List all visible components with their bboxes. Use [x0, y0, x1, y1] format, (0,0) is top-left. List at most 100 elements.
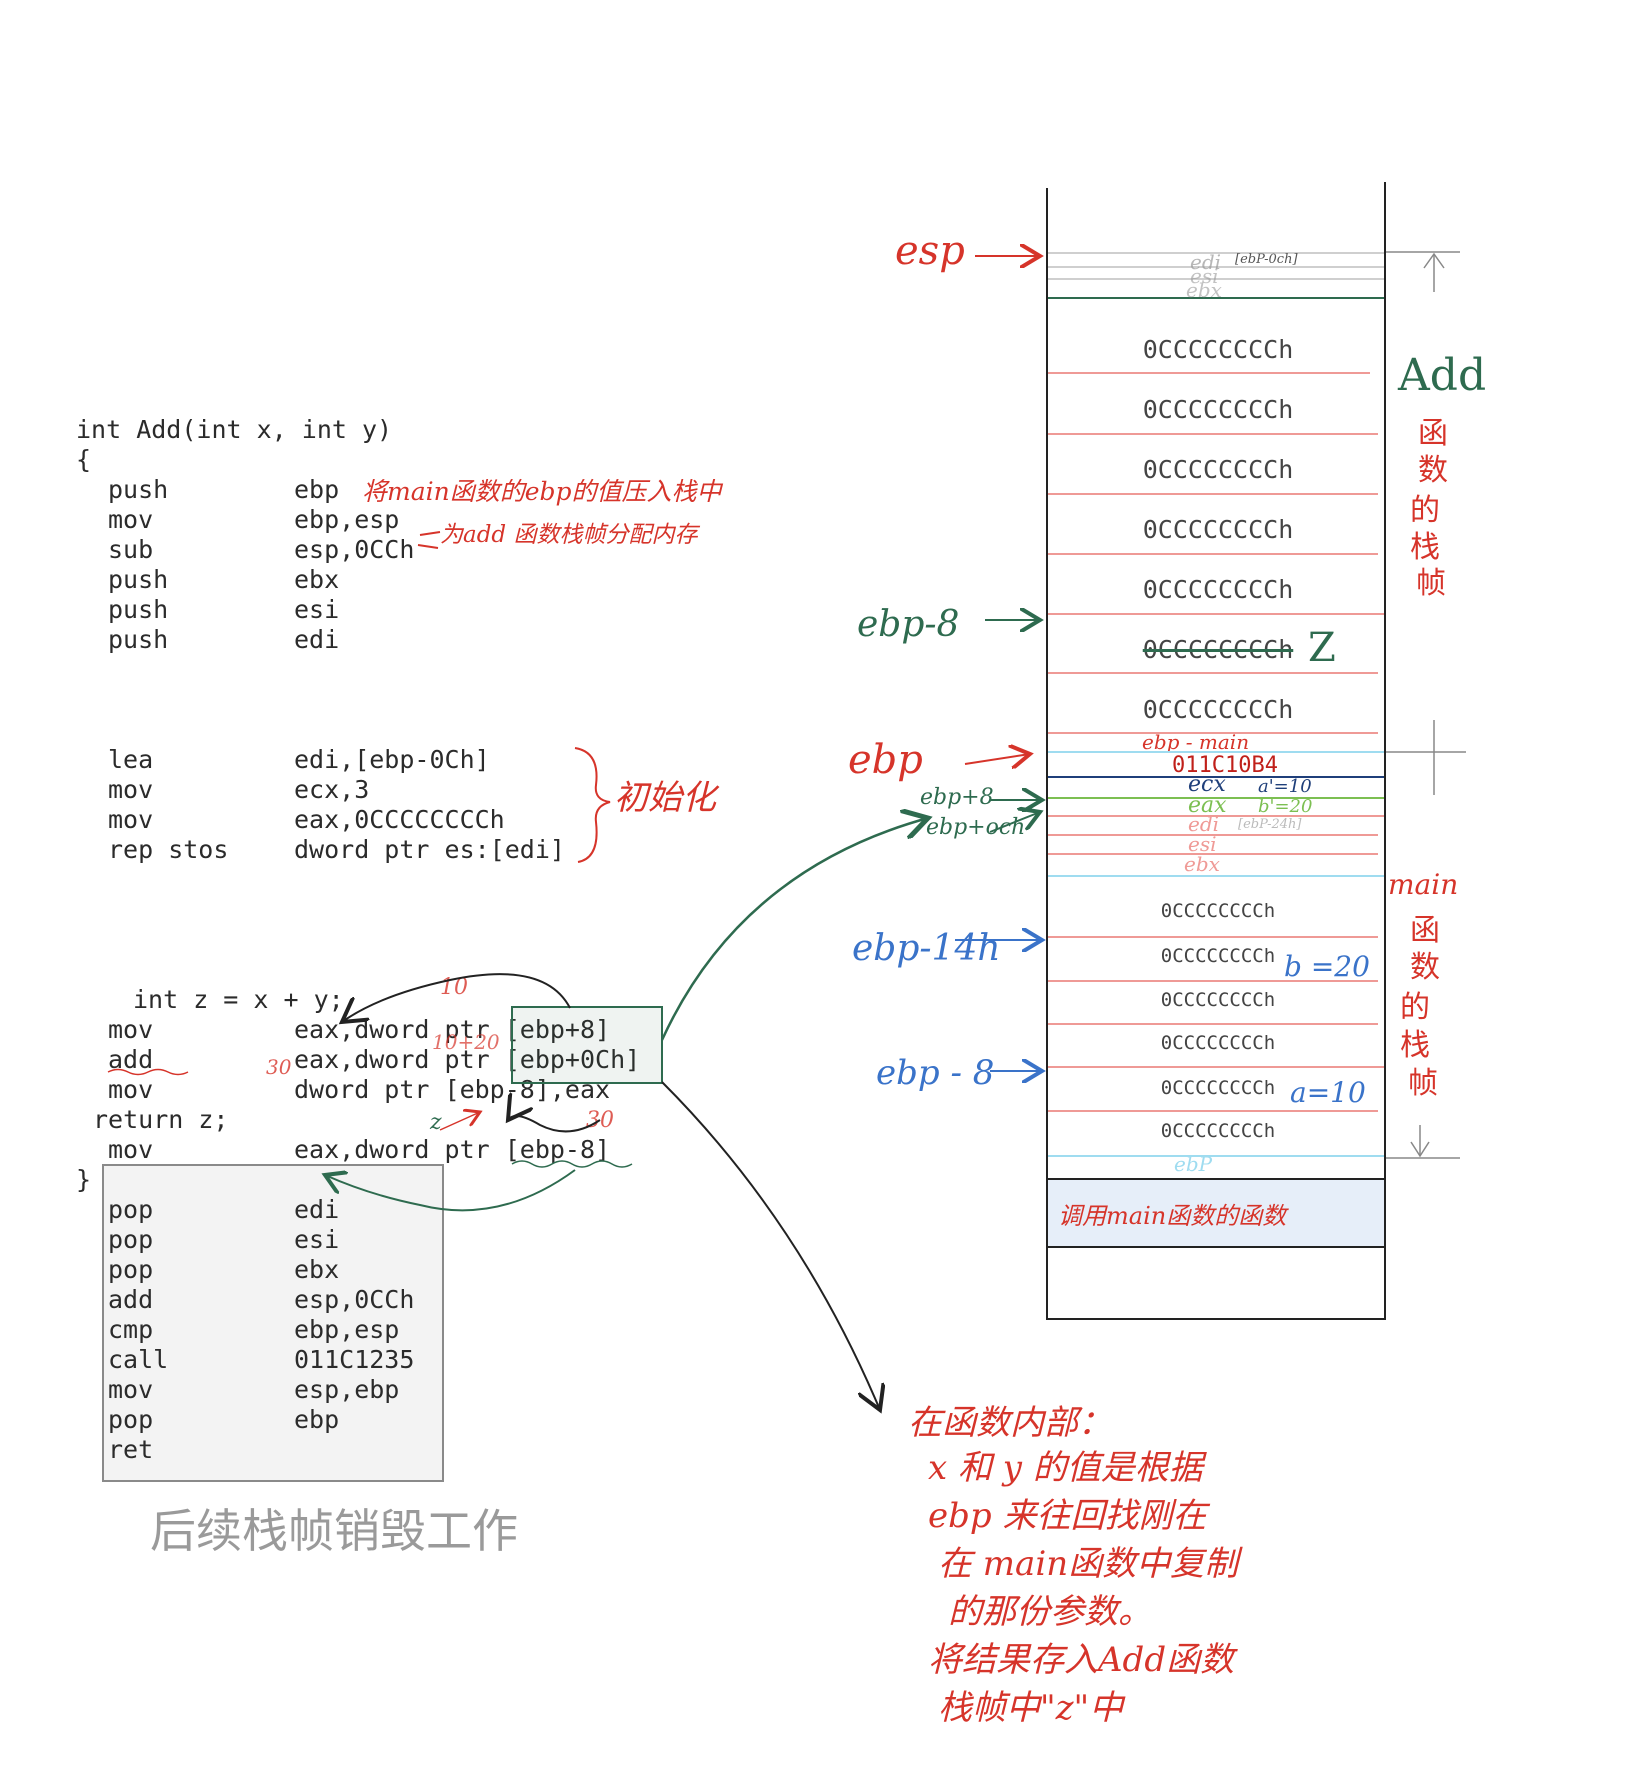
stack-line — [1048, 875, 1384, 877]
asm-arg: eax,dword ptr [ebp+0Ch] — [294, 1045, 641, 1074]
stack-line — [1048, 797, 1384, 799]
stack-line — [1048, 1110, 1378, 1112]
ebp-pointer-label: ebp — [848, 737, 923, 783]
stack-line — [1048, 493, 1378, 495]
asm-op: call — [108, 1345, 169, 1374]
stack-cell: 0CCCCCCCCh — [1142, 515, 1294, 544]
side-label-char: 的 — [1410, 493, 1440, 528]
explain-line: 在函数内部： — [908, 1403, 1112, 1443]
stack-cell: 0CCCCCCCCh — [1142, 395, 1294, 424]
stack-line — [1048, 297, 1384, 299]
ebp-arrow — [964, 754, 1030, 764]
add-frame-top-arrowhead — [1423, 252, 1445, 269]
asm-op: mov — [108, 1135, 154, 1164]
ebp-minus-8-bottom-label: ebp - 8 — [876, 1053, 995, 1093]
asm-arg: esi — [294, 1225, 340, 1254]
epilogue-box — [102, 1164, 444, 1482]
asm-op: add — [108, 1285, 154, 1314]
return-to-epilogue-arrow — [325, 1169, 576, 1212]
asm-arg: esi — [294, 595, 340, 624]
asm-arg: 011C1235 — [294, 1345, 415, 1374]
asm-arg: edi,[ebp-0Ch] — [294, 745, 490, 774]
a-variable-label: a=10 — [1290, 1076, 1366, 1109]
side-label-char: Add — [1398, 350, 1487, 401]
result-to-z-arrow — [508, 1116, 601, 1133]
esi-register-label: esi — [1188, 832, 1217, 856]
edi-offset-label: [ebP-0ch] — [1235, 252, 1298, 267]
side-label-char: 数 — [1418, 453, 1448, 488]
asm-op: push — [108, 595, 169, 624]
asm-arg: ecx,3 — [294, 775, 370, 804]
explain-line: 将结果存入Add函数 — [928, 1640, 1235, 1680]
explain-line: 的那份参数。 — [948, 1592, 1152, 1632]
open-brace: { — [76, 445, 92, 474]
stack-line — [1048, 1066, 1384, 1068]
stack-cell: 0CCCCCCCCh — [1142, 455, 1294, 484]
asm-op: lea — [108, 745, 154, 774]
stack-cell: 0CCCCCCCCh — [1160, 1077, 1276, 1099]
return-address: 011C10B4 — [1172, 753, 1278, 778]
ebx-register-label: ebx — [1186, 278, 1222, 302]
epilogue-note: 后续栈帧销毁工作 — [150, 1504, 518, 1558]
asm-arg: eax,dword ptr [ebp-8] — [294, 1135, 611, 1164]
function-signature: int Add(int x, int y) — [76, 415, 393, 444]
asm-op: cmp — [108, 1315, 154, 1344]
stack-line — [1048, 732, 1378, 734]
asm-op: mov — [108, 1015, 154, 1044]
param-highlight-box — [511, 1006, 663, 1084]
side-label-char: 的 — [1400, 990, 1430, 1025]
ebp-plus-och-label: ebp+och — [926, 815, 1026, 840]
asm-op: push — [108, 475, 169, 504]
stack-line — [1048, 278, 1384, 280]
asm-arg: esp,0CCh — [294, 1285, 415, 1314]
side-label-char: 帧 — [1408, 1066, 1438, 1101]
asm-op: pop — [108, 1255, 154, 1284]
stack-line — [1048, 815, 1384, 817]
stack-cell: 0CCCCCCCCh — [1160, 1120, 1276, 1142]
stack-line — [1048, 834, 1378, 836]
stack-line — [1048, 751, 1384, 753]
side-label-char: 函 — [1418, 416, 1448, 451]
ebp8-underline — [511, 1160, 633, 1168]
stack-left-wall — [1046, 188, 1048, 1320]
ebx-register-label: ebx — [1184, 852, 1220, 876]
asm-arg: dword ptr es:[edi] — [294, 835, 565, 864]
asm-arg: ebx — [294, 565, 340, 594]
side-label-char: 帧 — [1416, 566, 1446, 601]
asm-arg: ebx — [294, 1255, 340, 1284]
add-underline — [107, 1068, 189, 1076]
asm-arg: edi — [294, 625, 340, 654]
esi-register-label: esi — [1190, 264, 1219, 288]
stack-line — [1048, 553, 1378, 555]
ebp-minus-8-top-label: ebp-8 — [857, 604, 960, 645]
side-label-char: 栈 — [1410, 530, 1440, 565]
esp-pointer-label: esp — [895, 228, 965, 274]
asm-op: pop — [108, 1225, 154, 1254]
return-source-line: return z; — [93, 1105, 229, 1134]
add-frame-extent-line — [1386, 251, 1466, 795]
value-z-note: z — [430, 1110, 442, 1135]
asm-arg: eax,dword ptr [ebp+8] — [294, 1015, 611, 1044]
asm-op: rep stos — [108, 835, 229, 864]
stack-bottom-line — [1046, 1318, 1386, 1320]
stack-cell: 0CCCCCCCCh — [1142, 575, 1294, 604]
value-30-left-note: 30 — [266, 1055, 292, 1079]
init-note: 初始化 — [614, 778, 716, 818]
stack-cell: 0CCCCCCCCh — [1142, 695, 1294, 724]
alloc-note: 为add 函数栈帧分配内存 — [440, 522, 698, 548]
alloc-connector — [417, 531, 441, 549]
param-to-eax-arrow — [342, 973, 571, 1022]
side-label-char: 栈 — [1400, 1028, 1430, 1063]
stack-line — [1048, 1023, 1378, 1025]
asm-op: mov — [108, 1075, 154, 1104]
stack-cell: 0CCCCCCCCh — [1160, 1032, 1276, 1054]
side-label-char: main — [1388, 868, 1459, 901]
asm-arg: eax,0CCCCCCCCh — [294, 805, 505, 834]
asm-arg: edi — [294, 1195, 340, 1224]
asm-arg: ebp,esp — [294, 1315, 400, 1344]
ebp-minus-14h-label: ebp-14h — [852, 928, 1001, 969]
asm-arg: ebp — [294, 1405, 340, 1434]
asm-op: sub — [108, 535, 154, 564]
main-frame-bottom-line — [1386, 1125, 1460, 1159]
edi-offset-label: [ebP-24h] — [1238, 817, 1302, 832]
